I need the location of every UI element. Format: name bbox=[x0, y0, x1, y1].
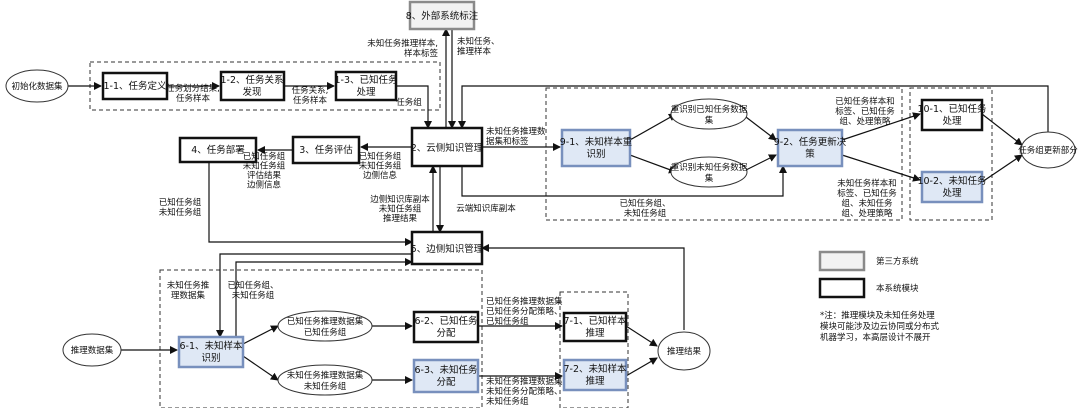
unknown-task-handle-label-1: 10-2、未知任务 bbox=[917, 175, 987, 187]
inference-dataset-label: 推理数据集 bbox=[71, 345, 114, 356]
unknown-sample-ident-label-1: 6-1、未知样本 bbox=[179, 340, 243, 352]
task-deploy-box bbox=[178, 136, 258, 164]
label-decision-to-unknown: 未知任务样本和标签、已知任务组、未知任务组、处理策略 bbox=[837, 178, 897, 219]
reident-unknown-label-2: 集 bbox=[705, 173, 714, 184]
task-evaluation-label: 3、任务评估 bbox=[299, 144, 353, 156]
label-relation-input: 任务划分结果,任务样本 bbox=[166, 83, 220, 104]
legend-this-system-swatch bbox=[818, 277, 866, 299]
unknown-task-assign-label-2: 分配 bbox=[436, 377, 456, 388]
inference-result-label: 推理结果 bbox=[667, 346, 702, 357]
edge-labels: 任务划分结果,任务样本 任务关系,任务样本 任务组 未知任务推理样本,样本标签 … bbox=[159, 36, 898, 407]
task-update-decision-label-1: 9-2、任务更新决 bbox=[774, 136, 847, 148]
task-deploy-label: 4、任务部署 bbox=[191, 144, 245, 156]
label-ident-to-edge: 已知任务组、未知任务组 bbox=[227, 280, 278, 301]
edge-knowledge-box bbox=[410, 230, 484, 266]
unknown-sample-infer-label-1: 7-2、未知样本 bbox=[563, 363, 627, 375]
task-group-update-label: 任务组更新部分 bbox=[1018, 145, 1078, 156]
unknown-infer-dataset-node bbox=[277, 364, 373, 396]
unknown-reident-label-2: 识别 bbox=[586, 149, 605, 160]
label-from-external: 未知任务、推理样本 bbox=[457, 36, 500, 57]
label-cloud-to-reident: 未知任务推理数据集和标签 bbox=[486, 126, 546, 147]
known-infer-label-1: 已知任务推理数据集 bbox=[287, 316, 364, 327]
task-relation-box bbox=[219, 70, 286, 102]
unknown-task-assign-label-1: 6-3、未知任务 bbox=[414, 364, 478, 376]
legend-this-system-label: 本系统模块 bbox=[876, 283, 919, 294]
unknown-task-handle-label-2: 处理 bbox=[942, 187, 962, 199]
group-cloud-update bbox=[545, 87, 903, 221]
legend-third-party-label: 第三方系统 bbox=[876, 256, 919, 267]
task-group-update-node bbox=[1020, 131, 1076, 169]
label-cloud-to-decision: 已知任务组、未知任务组 bbox=[619, 198, 670, 219]
unknown-reident-label-1: 9-1、未知样本重 bbox=[560, 136, 633, 148]
label-relation-output: 任务关系,任务样本 bbox=[292, 85, 329, 106]
known-task-assign-label-2: 分配 bbox=[436, 328, 456, 339]
task-definition-box bbox=[101, 71, 169, 101]
reident-unknown-dataset-node bbox=[670, 156, 748, 188]
external-labeling-box bbox=[408, 0, 476, 31]
group-task-processing bbox=[909, 87, 993, 221]
unknown-task-handle-box bbox=[920, 170, 984, 204]
edge-knowledge-label: 5、边侧知识管理 bbox=[411, 243, 484, 255]
known-task-process-label-1: 1-3、已知任务 bbox=[334, 74, 398, 86]
known-task-handle-label-2: 处理 bbox=[942, 115, 962, 127]
label-cloud-to-eval: 已知任务组未知任务组边侧信息 bbox=[359, 151, 402, 181]
external-labeling-label: 8、外部系统标注 bbox=[406, 10, 479, 22]
cloud-knowledge-box bbox=[410, 126, 484, 168]
label-edge-to-ident: 未知任务推理数据集 bbox=[167, 280, 210, 301]
legend: 第三方系统 本系统模块 *注：推理模块及未知任务处理模块可能涉及边云协同或分布式… bbox=[818, 250, 940, 343]
group-edge-infer bbox=[159, 269, 483, 409]
label-known-assign-out: 已知任务推理数据集已知任务分配策略、已知任务组 bbox=[486, 296, 563, 327]
known-sample-infer-label-1: 7-1、已知样本 bbox=[563, 315, 627, 327]
unknown-infer-label-1: 未知任务推理数据集 bbox=[287, 370, 364, 381]
reident-known-label-1: 重识别已知任务数据 bbox=[671, 104, 748, 115]
known-sample-infer-label-2: 推理 bbox=[585, 327, 605, 339]
known-infer-label-2: 已知任务组 bbox=[304, 327, 347, 338]
known-task-assign-box bbox=[412, 310, 480, 344]
label-to-external: 未知任务推理样本,样本标签 bbox=[367, 38, 438, 59]
unknown-reident-box bbox=[560, 128, 632, 168]
label-cloud-copy: 云端知识库副本 bbox=[456, 203, 516, 214]
initial-dataset-node bbox=[5, 69, 69, 103]
task-update-decision-label-2: 策 bbox=[805, 148, 815, 160]
task-evaluation-box bbox=[291, 135, 361, 165]
unknown-sample-ident-box bbox=[177, 335, 245, 369]
unknown-sample-infer-label-2: 推理 bbox=[585, 375, 605, 387]
known-sample-infer-box bbox=[562, 311, 628, 343]
reident-known-dataset-node bbox=[670, 98, 748, 130]
unknown-sample-ident-label-2: 识别 bbox=[201, 353, 220, 364]
legend-third-party-swatch bbox=[818, 250, 866, 272]
known-task-handle-label-1: 10-1、已知任务 bbox=[917, 103, 987, 115]
label-eval-to-deploy: 已知任务组未知任务组评估结果边侧信息 bbox=[243, 151, 286, 191]
label-edge-to-cloud: 边侧知识库副本未知任务组推理结果 bbox=[370, 194, 430, 224]
reident-unknown-label-1: 重识别未知任务数据 bbox=[671, 162, 748, 173]
unknown-task-assign-box bbox=[412, 358, 480, 394]
task-definition-label: 1-1、任务定义 bbox=[103, 80, 167, 92]
label-decision-to-known: 已知任务样本和标签、已知任务组、处理策略 bbox=[835, 96, 895, 127]
inference-dataset-node bbox=[62, 333, 122, 367]
initial-dataset-label: 初始化数据集 bbox=[11, 81, 63, 92]
legend-note: *注：推理模块及未知任务处理模块可能涉及边云协同或分布式机器学习，本高层设计不展… bbox=[820, 310, 940, 343]
label-task-group: 任务组 bbox=[396, 97, 422, 108]
reident-known-label-2: 集 bbox=[705, 115, 714, 126]
connectors bbox=[68, 28, 1049, 384]
known-task-assign-label-1: 6-2、已知任务 bbox=[414, 315, 478, 327]
known-task-handle-box bbox=[920, 98, 984, 132]
cloud-knowledge-label: 2、云侧知识管理 bbox=[411, 142, 484, 154]
known-task-process-box bbox=[334, 70, 398, 102]
task-update-decision-box bbox=[776, 128, 844, 168]
unknown-infer-label-2: 未知任务组 bbox=[304, 381, 347, 392]
known-task-process-label-2: 处理 bbox=[356, 86, 376, 98]
unknown-sample-infer-box bbox=[562, 358, 628, 392]
label-unknown-assign-out: 未知任务推理数据集未知任务分配策略、未知任务组 bbox=[486, 376, 563, 407]
known-infer-dataset-node bbox=[277, 310, 373, 342]
label-deploy-to-edge: 已知任务组未知任务组 bbox=[159, 197, 202, 218]
task-relation-label-2: 发现 bbox=[242, 86, 262, 98]
inference-result-node bbox=[657, 331, 711, 371]
task-relation-label-1: 1-2、任务关系 bbox=[220, 74, 283, 86]
